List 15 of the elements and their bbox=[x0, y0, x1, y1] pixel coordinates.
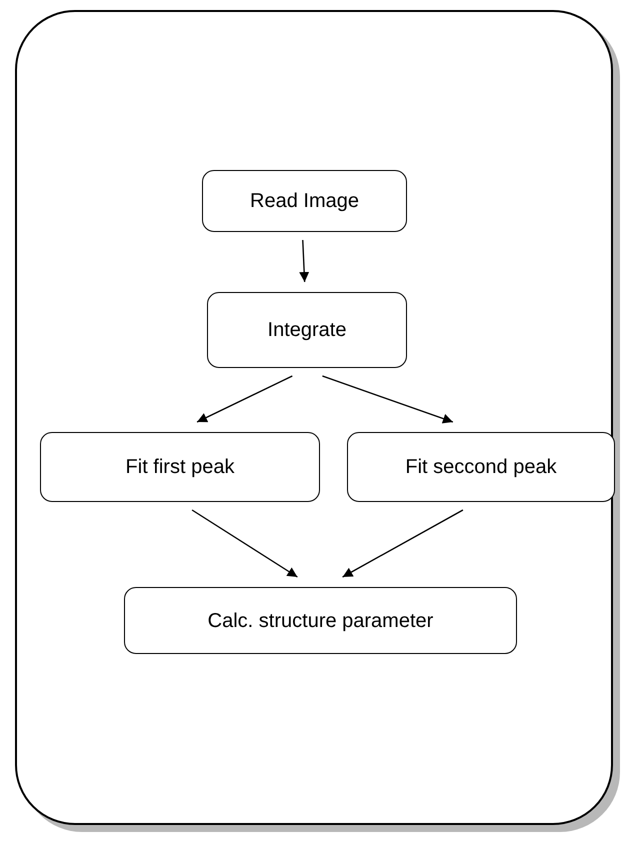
node-label: Fit seccond peak bbox=[405, 455, 557, 480]
node-label: Calc. structure parameter bbox=[208, 608, 434, 634]
process-box bbox=[347, 432, 615, 502]
arrow bbox=[342, 509, 464, 578]
process-box bbox=[207, 292, 407, 368]
process-box bbox=[40, 432, 320, 502]
process-box bbox=[202, 170, 407, 232]
node-label: Fit first peak bbox=[126, 455, 234, 480]
arrow bbox=[192, 509, 298, 578]
node-label: Read Image bbox=[250, 189, 359, 214]
arrow bbox=[299, 240, 310, 282]
node-label: Integrate bbox=[268, 318, 346, 343]
arrow bbox=[322, 375, 454, 424]
arrow bbox=[196, 375, 293, 423]
process-box bbox=[124, 587, 517, 654]
